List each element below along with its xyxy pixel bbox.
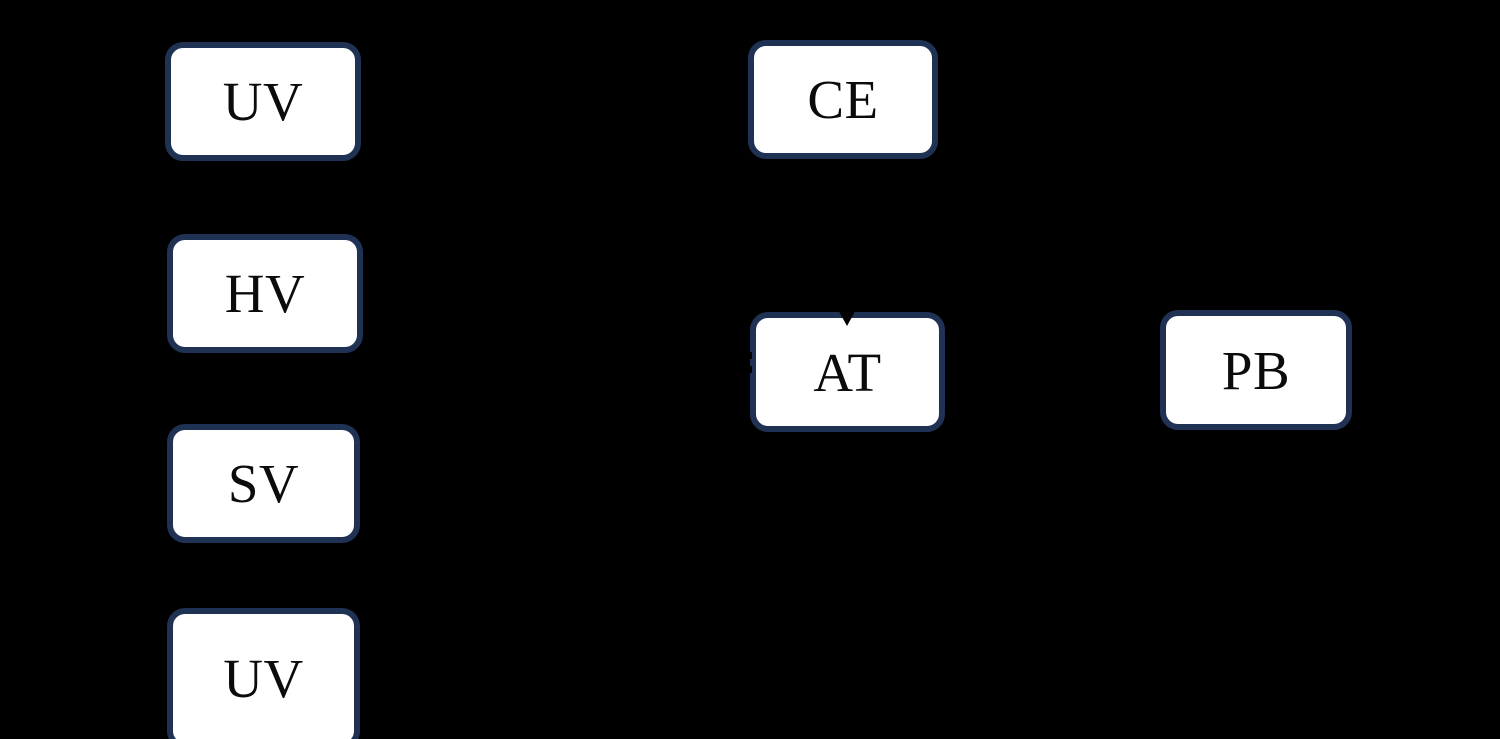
node-hv[interactable]: HV — [167, 234, 363, 353]
node-uv-bottom[interactable]: UV — [167, 608, 360, 739]
node-label: AT — [813, 341, 882, 403]
node-label: SV — [227, 453, 300, 514]
node-label: PB — [1221, 339, 1291, 401]
edge-mark-at-left-upper — [742, 352, 752, 359]
node-label: UV — [223, 648, 304, 709]
node-label: HV — [224, 263, 306, 324]
node-sv[interactable]: SV — [167, 424, 360, 543]
node-ce[interactable]: CE — [748, 40, 938, 159]
node-uv-top[interactable]: UV — [165, 42, 361, 161]
node-at[interactable]: AT — [750, 312, 945, 432]
node-label: UV — [222, 71, 304, 132]
edge-mark-at-left-lower — [742, 366, 752, 373]
arrow-into-at-top-icon — [836, 306, 858, 326]
node-pb[interactable]: PB — [1160, 310, 1352, 430]
node-label: CE — [807, 69, 879, 130]
